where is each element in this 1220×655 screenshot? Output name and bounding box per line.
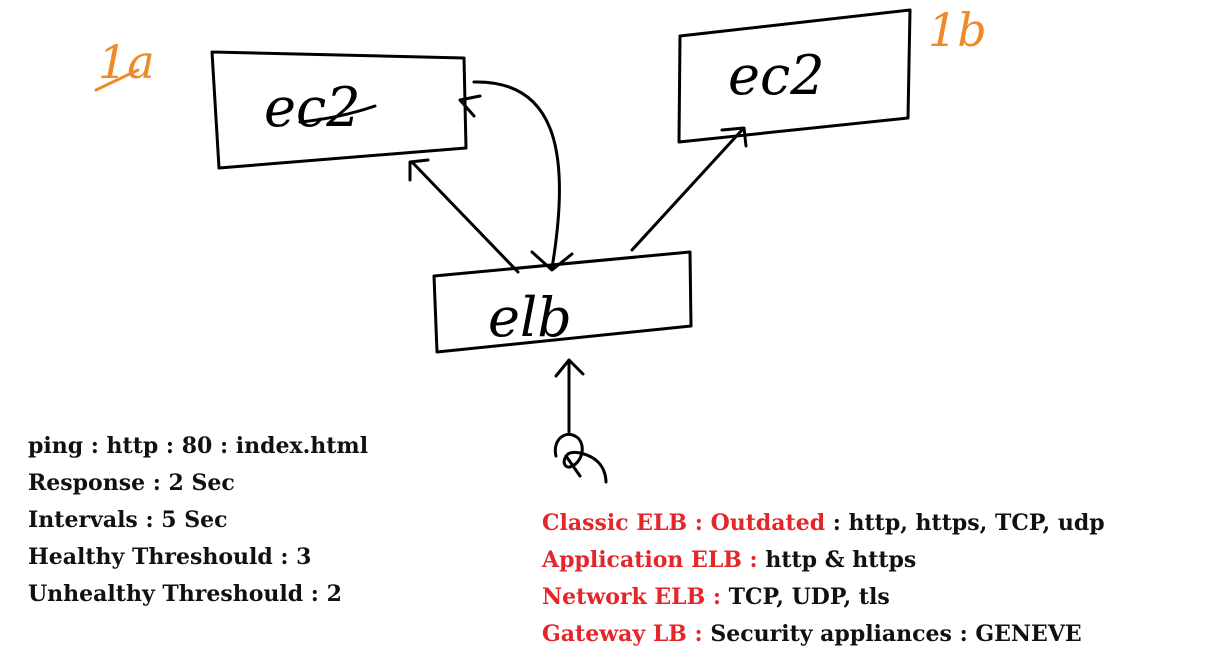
- label-underline: [298, 104, 377, 124]
- incoming-request-arrow: [554, 358, 585, 434]
- lb-type-desc: Security appliances : GENEVE: [702, 621, 1082, 647]
- lb-type-name: Gateway LB :: [542, 621, 703, 647]
- arrow-elb-to-ec2-right: [630, 126, 748, 252]
- health-healthy-threshold: Healthy Threshould : 3: [28, 544, 312, 570]
- hand-pointer-icon: [553, 432, 608, 484]
- lb-type-name: Application ELB :: [542, 547, 758, 573]
- elb-box-label: elb: [488, 286, 572, 349]
- health-ping: ping : http : 80 : index.html: [28, 433, 369, 459]
- zone-label-1a: 1a: [98, 35, 155, 89]
- arrow-ec2-left-to-elb-curved: [458, 80, 574, 272]
- lb-type-desc: TCP, UDP, tls: [721, 584, 890, 610]
- lb-types-list: Classic ELB : Outdated : http, https, TC…: [542, 505, 1105, 653]
- arrow-elb-to-ec2-left: [408, 158, 520, 274]
- elb-box: elb: [432, 250, 693, 354]
- zone-label-1b: 1b: [928, 3, 987, 57]
- lb-type-classic: Classic ELB : Outdated : http, https, TC…: [542, 505, 1105, 542]
- health-check-notes: ping : http : 80 : index.html Response :…: [28, 428, 368, 613]
- health-intervals: Intervals : 5 Sec: [28, 507, 228, 533]
- lb-type-gateway: Gateway LB : Security appliances : GENEV…: [542, 616, 1105, 653]
- health-unhealthy-threshold: Unhealthy Threshould : 2: [28, 581, 342, 607]
- lb-type-network: Network ELB : TCP, UDP, tls: [542, 579, 1105, 616]
- lb-type-application: Application ELB : http & https: [542, 542, 1105, 579]
- ec2-box-zone-1a: ec2: [210, 50, 468, 170]
- lb-type-name: Classic ELB : Outdated: [542, 510, 826, 536]
- lb-type-name: Network ELB :: [542, 584, 721, 610]
- zone-1a-underline: [94, 68, 140, 92]
- lb-type-desc: : http, https, TCP, udp: [825, 510, 1105, 536]
- ec2-box-label-right: ec2: [728, 44, 825, 107]
- ec2-box-label-left: ec2: [264, 76, 361, 139]
- health-response: Response : 2 Sec: [28, 470, 235, 496]
- lb-type-desc: http & https: [757, 547, 917, 573]
- ec2-box-zone-1b: ec2: [677, 8, 912, 144]
